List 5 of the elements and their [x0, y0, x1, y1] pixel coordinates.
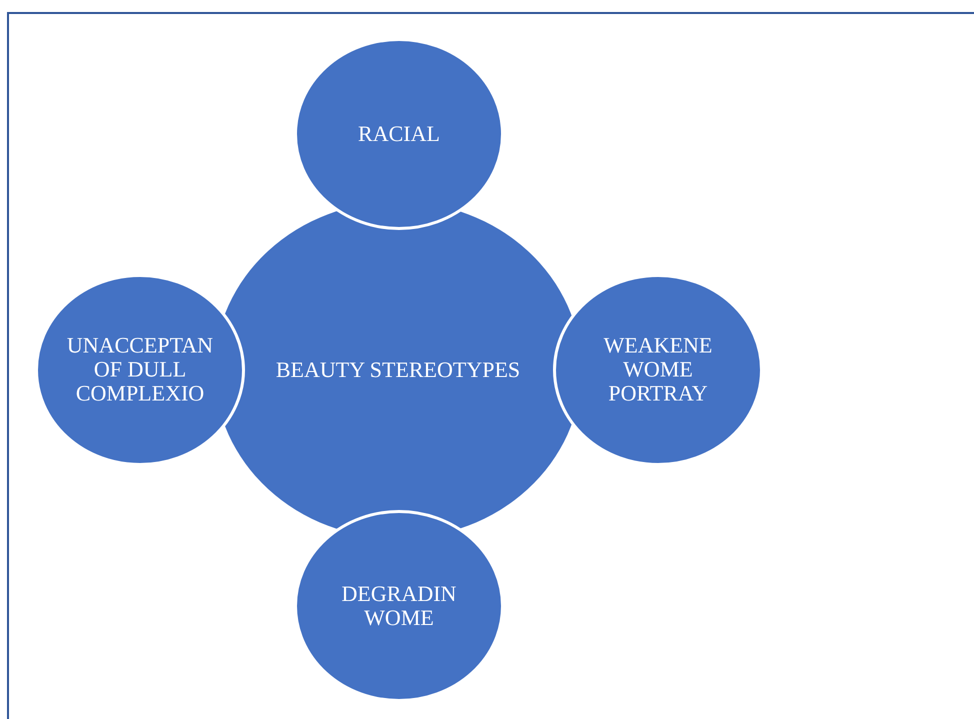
- circle-label: RACIAL: [357, 122, 441, 146]
- circle-label: BEAUTY STEREOTYPES: [274, 358, 522, 382]
- circle-label: UNACCEPTAN OF DULL COMPLEXIO: [66, 334, 214, 406]
- circle-label: WEAKENE WOME PORTRAY: [602, 334, 714, 406]
- circle-label: DEGRADIN WOME: [340, 582, 458, 630]
